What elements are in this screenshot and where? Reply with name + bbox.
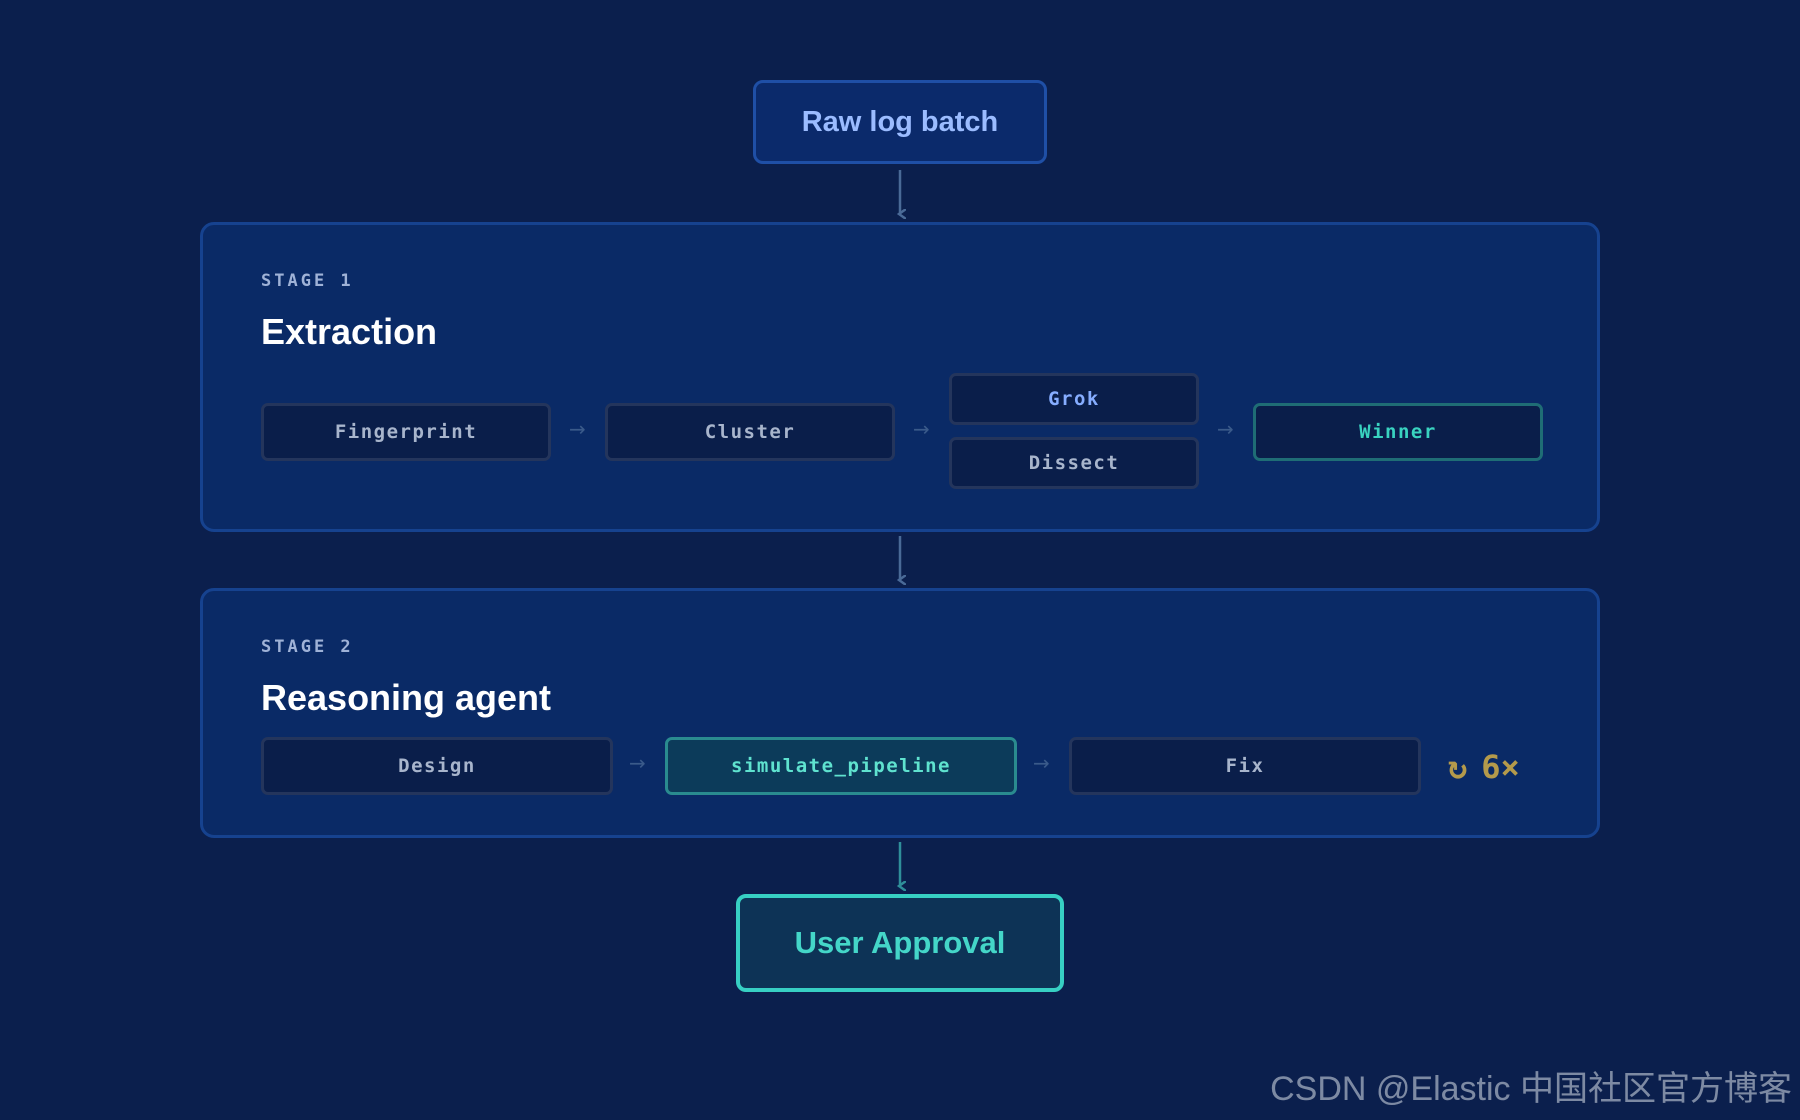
step-cluster: Cluster <box>605 403 895 461</box>
step-winner: Winner <box>1253 403 1543 461</box>
stage-2-title: Reasoning agent <box>261 677 552 718</box>
arrow-right-icon: → <box>1217 417 1234 441</box>
stage-1-kicker: STAGE 1 <box>261 271 354 291</box>
arrow-right-icon: → <box>569 417 586 441</box>
repeat-count-badge: ↻ 6× <box>1448 748 1520 786</box>
raw-log-batch-node: Raw log batch <box>753 80 1047 164</box>
step-grok: Grok <box>949 373 1199 425</box>
step-simulate-pipeline: simulate_pipeline <box>665 737 1017 795</box>
stage-2-kicker: STAGE 2 <box>261 637 354 657</box>
arrow-right-icon: → <box>1033 751 1050 775</box>
step-design: Design <box>261 737 613 795</box>
stage-2-panel: STAGE 2 Reasoning agent Design → simulat… <box>200 588 1600 838</box>
step-fix: Fix <box>1069 737 1421 795</box>
arrow-right-icon: → <box>913 417 930 441</box>
user-approval-node: User Approval <box>736 894 1064 992</box>
step-fingerprint: Fingerprint <box>261 403 551 461</box>
watermark: CSDN @Elastic 中国社区官方博客 <box>1270 1070 1792 1108</box>
arrow-right-icon: → <box>629 751 646 775</box>
refresh-icon: ↻ <box>1448 748 1468 786</box>
stage-1-panel: STAGE 1 Extraction Fingerprint → Cluster… <box>200 222 1600 532</box>
stage-1-title: Extraction <box>261 311 438 352</box>
step-dissect: Dissect <box>949 437 1199 489</box>
repeat-count-label: 6× <box>1481 748 1520 786</box>
